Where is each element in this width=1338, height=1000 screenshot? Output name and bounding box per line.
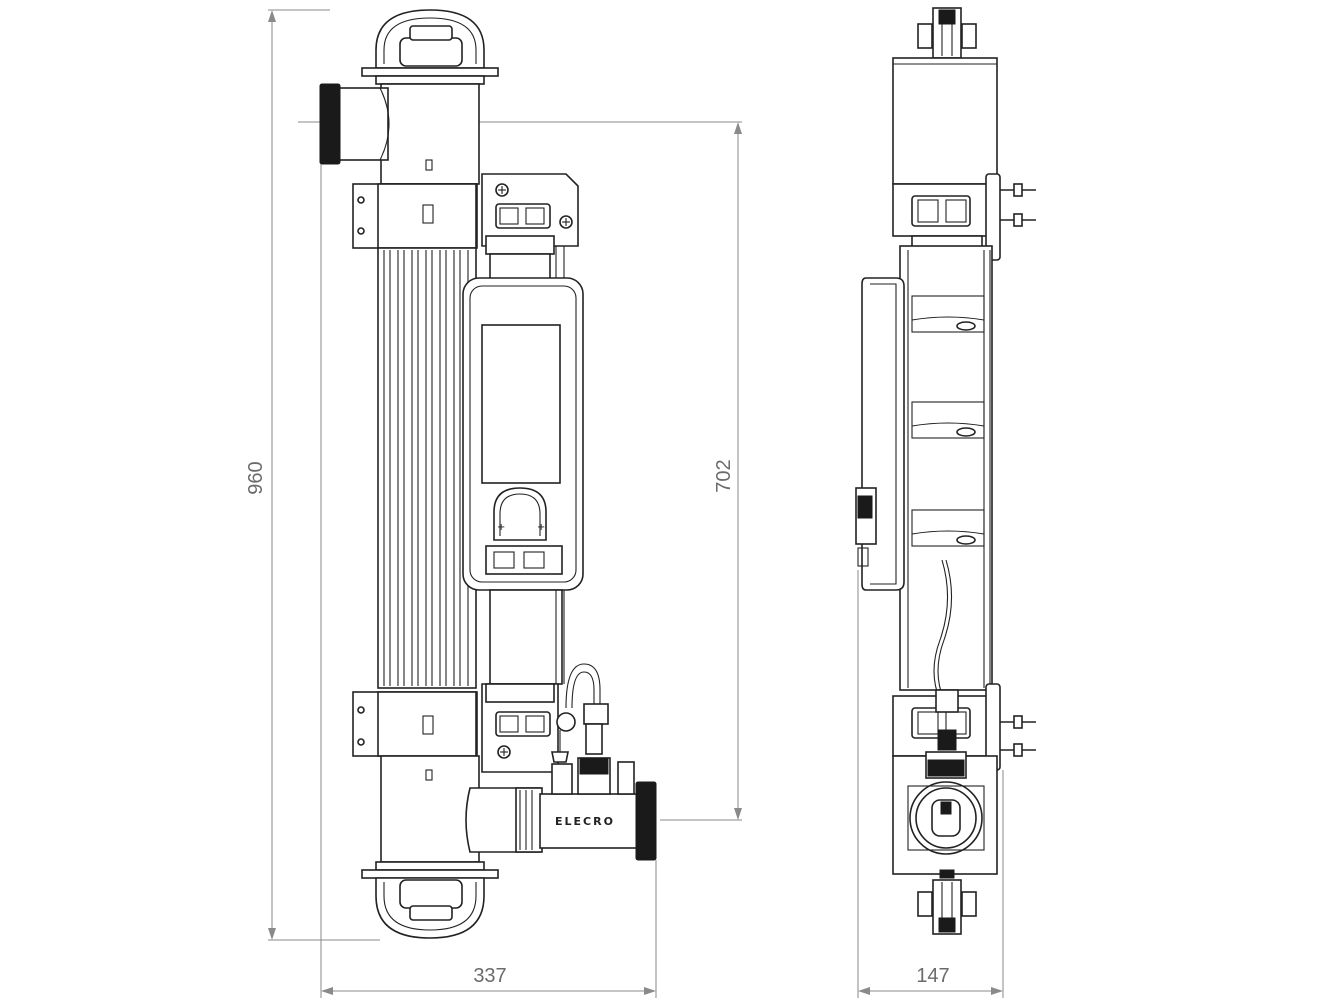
elecro-label: ELECRO — [555, 815, 615, 828]
control-unit: + + — [462, 277, 584, 591]
front-view: + + — [319, 9, 657, 939]
lower-clamp-bracket — [352, 691, 478, 757]
dimension-702: 702 — [298, 121, 742, 821]
dimension-147: 147 — [857, 570, 1004, 998]
side-cell-body — [899, 245, 993, 701]
side-upper-housing — [892, 57, 998, 185]
flow-sensor — [551, 663, 609, 763]
svg-text:+: + — [537, 522, 545, 533]
side-outlet-port — [907, 781, 985, 855]
top-inlet-port — [319, 83, 390, 165]
dimension-960-label: 960 — [245, 461, 267, 494]
dimension-337-label: 337 — [473, 965, 506, 987]
bottom-cap — [361, 861, 499, 939]
lower-housing — [380, 755, 480, 863]
upper-housing — [380, 83, 480, 185]
top-cap — [361, 9, 499, 85]
dimension-702-label: 702 — [713, 459, 735, 492]
side-view — [855, 7, 1036, 935]
display-screen — [481, 324, 561, 484]
finned-cell-body — [377, 247, 477, 689]
dimension-147-label: 147 — [916, 965, 949, 987]
bottom-outlet-port: ELECRO — [465, 757, 657, 861]
dimension-960: 960 — [245, 9, 380, 941]
upper-terminal-block — [481, 173, 579, 255]
side-bottom-clip — [917, 869, 977, 935]
lower-terminal-block — [481, 683, 559, 773]
side-control-panel — [855, 277, 905, 591]
upper-clamp-bracket — [352, 183, 478, 249]
dimension-337: 337 — [320, 160, 657, 998]
svg-text:+: + — [497, 522, 505, 533]
